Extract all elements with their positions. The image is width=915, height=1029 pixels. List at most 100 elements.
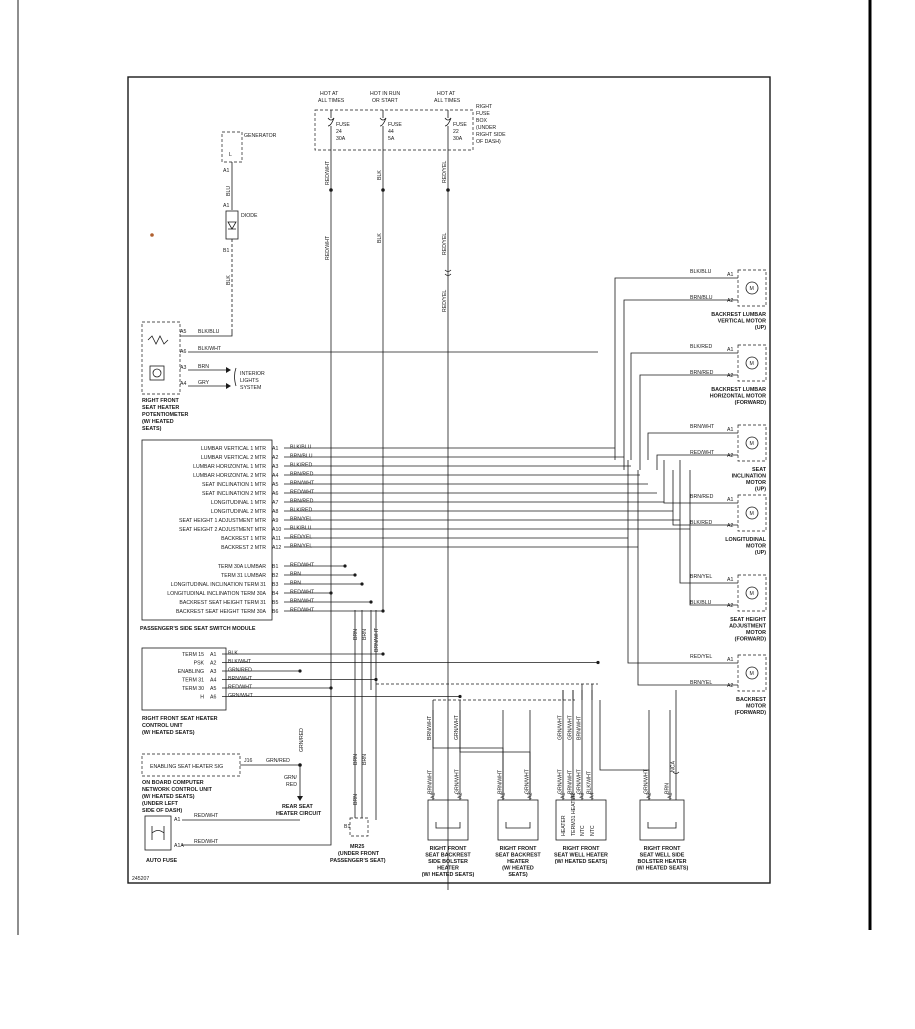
pin-label: A1 <box>561 793 567 799</box>
wire-label: BRN/WHT <box>690 424 715 430</box>
wire-label: BRN/RED <box>290 472 314 478</box>
wire-label: NCA <box>671 761 677 772</box>
motor-return-wire <box>623 299 738 470</box>
switch-pin-name: SEAT HEIGHT 2 ADJUSTMENT MTR <box>179 527 266 533</box>
diagram-id: 245207 <box>132 876 149 882</box>
wire-label: GRN/ <box>284 775 298 781</box>
component-label: SEAT BACKREST <box>495 853 541 859</box>
wire-label: RED/WHT <box>290 490 315 496</box>
diagram-frame <box>127 76 771 884</box>
switch-pin-name: SEAT HEIGHT 1 ADJUSTMENT MTR <box>179 518 266 524</box>
wire-label: RED/WHT <box>194 813 219 819</box>
switch-pin-name: BACKREST 1 MTR <box>221 536 266 542</box>
splice-dot <box>369 600 373 604</box>
wire-label: BLK/WHT <box>587 770 593 794</box>
pin-label: A10 <box>272 527 281 533</box>
wire-label: BRN/RED <box>690 370 714 376</box>
component-label: MOTOR <box>746 544 766 550</box>
wire-label: BRN/YEL <box>690 574 712 580</box>
fuse-label: 24 <box>336 129 342 135</box>
control-pin-name: TERM 15 <box>182 652 204 658</box>
heater-outline <box>427 799 469 841</box>
pin-label: A1 <box>223 168 229 174</box>
wire-label: BRN/RED <box>690 494 714 500</box>
wire-label: BRN/WHT <box>290 599 315 605</box>
pin-label: A1 <box>727 347 733 353</box>
pin-label: A4 <box>210 678 216 684</box>
component-label: HORIZONTAL MOTOR <box>710 394 766 400</box>
switch-pin-name: BACKREST SEAT HEIGHT TERM 31 <box>179 600 266 606</box>
heater-element-icon <box>647 822 677 829</box>
pin-label: A8 <box>272 509 278 515</box>
component-label: (W/ HEATED SEATS) <box>142 730 195 736</box>
component-label: (FORWARD) <box>735 400 767 406</box>
potentiometer-lamp-box <box>149 365 165 381</box>
auto-fuse-icon <box>151 826 165 840</box>
motor-symbol: M <box>750 286 754 292</box>
pin-label: B6 <box>272 609 278 615</box>
wire-label: BRN <box>198 364 209 370</box>
fuse-box-label-line: OF DASH) <box>476 139 501 145</box>
wire-label: RED/WHT <box>290 608 315 614</box>
wire-label: RED/YEL <box>442 161 448 183</box>
heater-outline <box>639 799 685 841</box>
fuse-label: FUSE <box>388 122 402 128</box>
motor-outline <box>737 494 767 532</box>
pin-label: A1 <box>727 577 733 583</box>
dest-label: LIGHTS <box>240 378 259 384</box>
fuse-label: FUSE <box>336 122 350 128</box>
pin-label: A1A <box>174 843 184 849</box>
pin-label: A3 <box>272 464 278 470</box>
component-label: CONTROL UNIT <box>142 723 183 729</box>
motor-return-wire <box>637 470 738 686</box>
component-label: (UP) <box>755 550 766 556</box>
splice-dot <box>298 763 302 767</box>
hot-label: OR START <box>372 98 399 104</box>
wire-label: BLK/BLU <box>290 526 312 532</box>
dest-label: REAR SEAT <box>282 804 313 810</box>
pin-label: A2 <box>727 298 733 304</box>
pin-label: A4 <box>180 381 186 387</box>
motor-return-wire <box>656 454 738 470</box>
fuse-box-label-line: RIGHT SIDE <box>476 132 506 138</box>
wire-label: BLK/WHT <box>228 659 252 665</box>
scan-speck <box>150 233 154 237</box>
seat-switch-module: PASSENGER'S SIDE SEAT SWITCH MODULE LUMB… <box>140 439 690 632</box>
potentiometer: A5 A6 A3 A4 BLK/BLU BLK/WHT BRN GRY INTE… <box>141 321 598 432</box>
wire-label: BRN/BLU <box>290 454 313 460</box>
motor-icon <box>745 436 759 450</box>
wire-label: RED/WHT <box>290 590 315 596</box>
control-pin-name: TERM 30 <box>182 686 204 692</box>
wire-label: BRN <box>362 629 368 640</box>
component-label: SEAT WELL SIDE <box>640 853 685 859</box>
fuse-label: 22 <box>453 129 459 135</box>
motor-icon <box>745 506 759 520</box>
motor-3: MA1A2BRN/WHTRED/WHTSEATINCLINATIONMOTOR(… <box>647 424 767 493</box>
wire-label: BLK/BLU <box>690 269 712 275</box>
wire-label: GRN/WHT <box>568 714 574 740</box>
pin-label: A7 <box>272 500 278 506</box>
pin-label: B2 <box>272 573 278 579</box>
wire-label: BRN/RED <box>290 499 314 505</box>
component-label: RIGHT FRONT <box>563 846 601 852</box>
wire-label: BLK <box>226 275 232 285</box>
heater-element-icon <box>435 822 461 829</box>
wire-label: BLK <box>377 170 383 180</box>
switch-module-outline <box>141 439 273 621</box>
wire-label: BRN/WHT <box>374 627 380 652</box>
switch-pin-name: LUMBAR VERTICAL 2 MTR <box>201 455 266 461</box>
motor-feed-wire <box>614 277 738 460</box>
wire-label: GRN/WHT <box>644 768 650 794</box>
motor-symbol: M <box>750 441 754 447</box>
wire-label: BRN/YEL <box>290 517 312 523</box>
motor-icon <box>745 281 759 295</box>
pin-label: A2 <box>528 793 534 799</box>
wire-label: GRN/WHT <box>454 714 460 740</box>
component-label: (UP) <box>755 487 766 493</box>
pin-label: B5 <box>272 600 278 606</box>
pin-label: A5 <box>180 329 186 335</box>
wire-label: BLK <box>377 233 383 243</box>
ground-wires <box>354 610 377 820</box>
